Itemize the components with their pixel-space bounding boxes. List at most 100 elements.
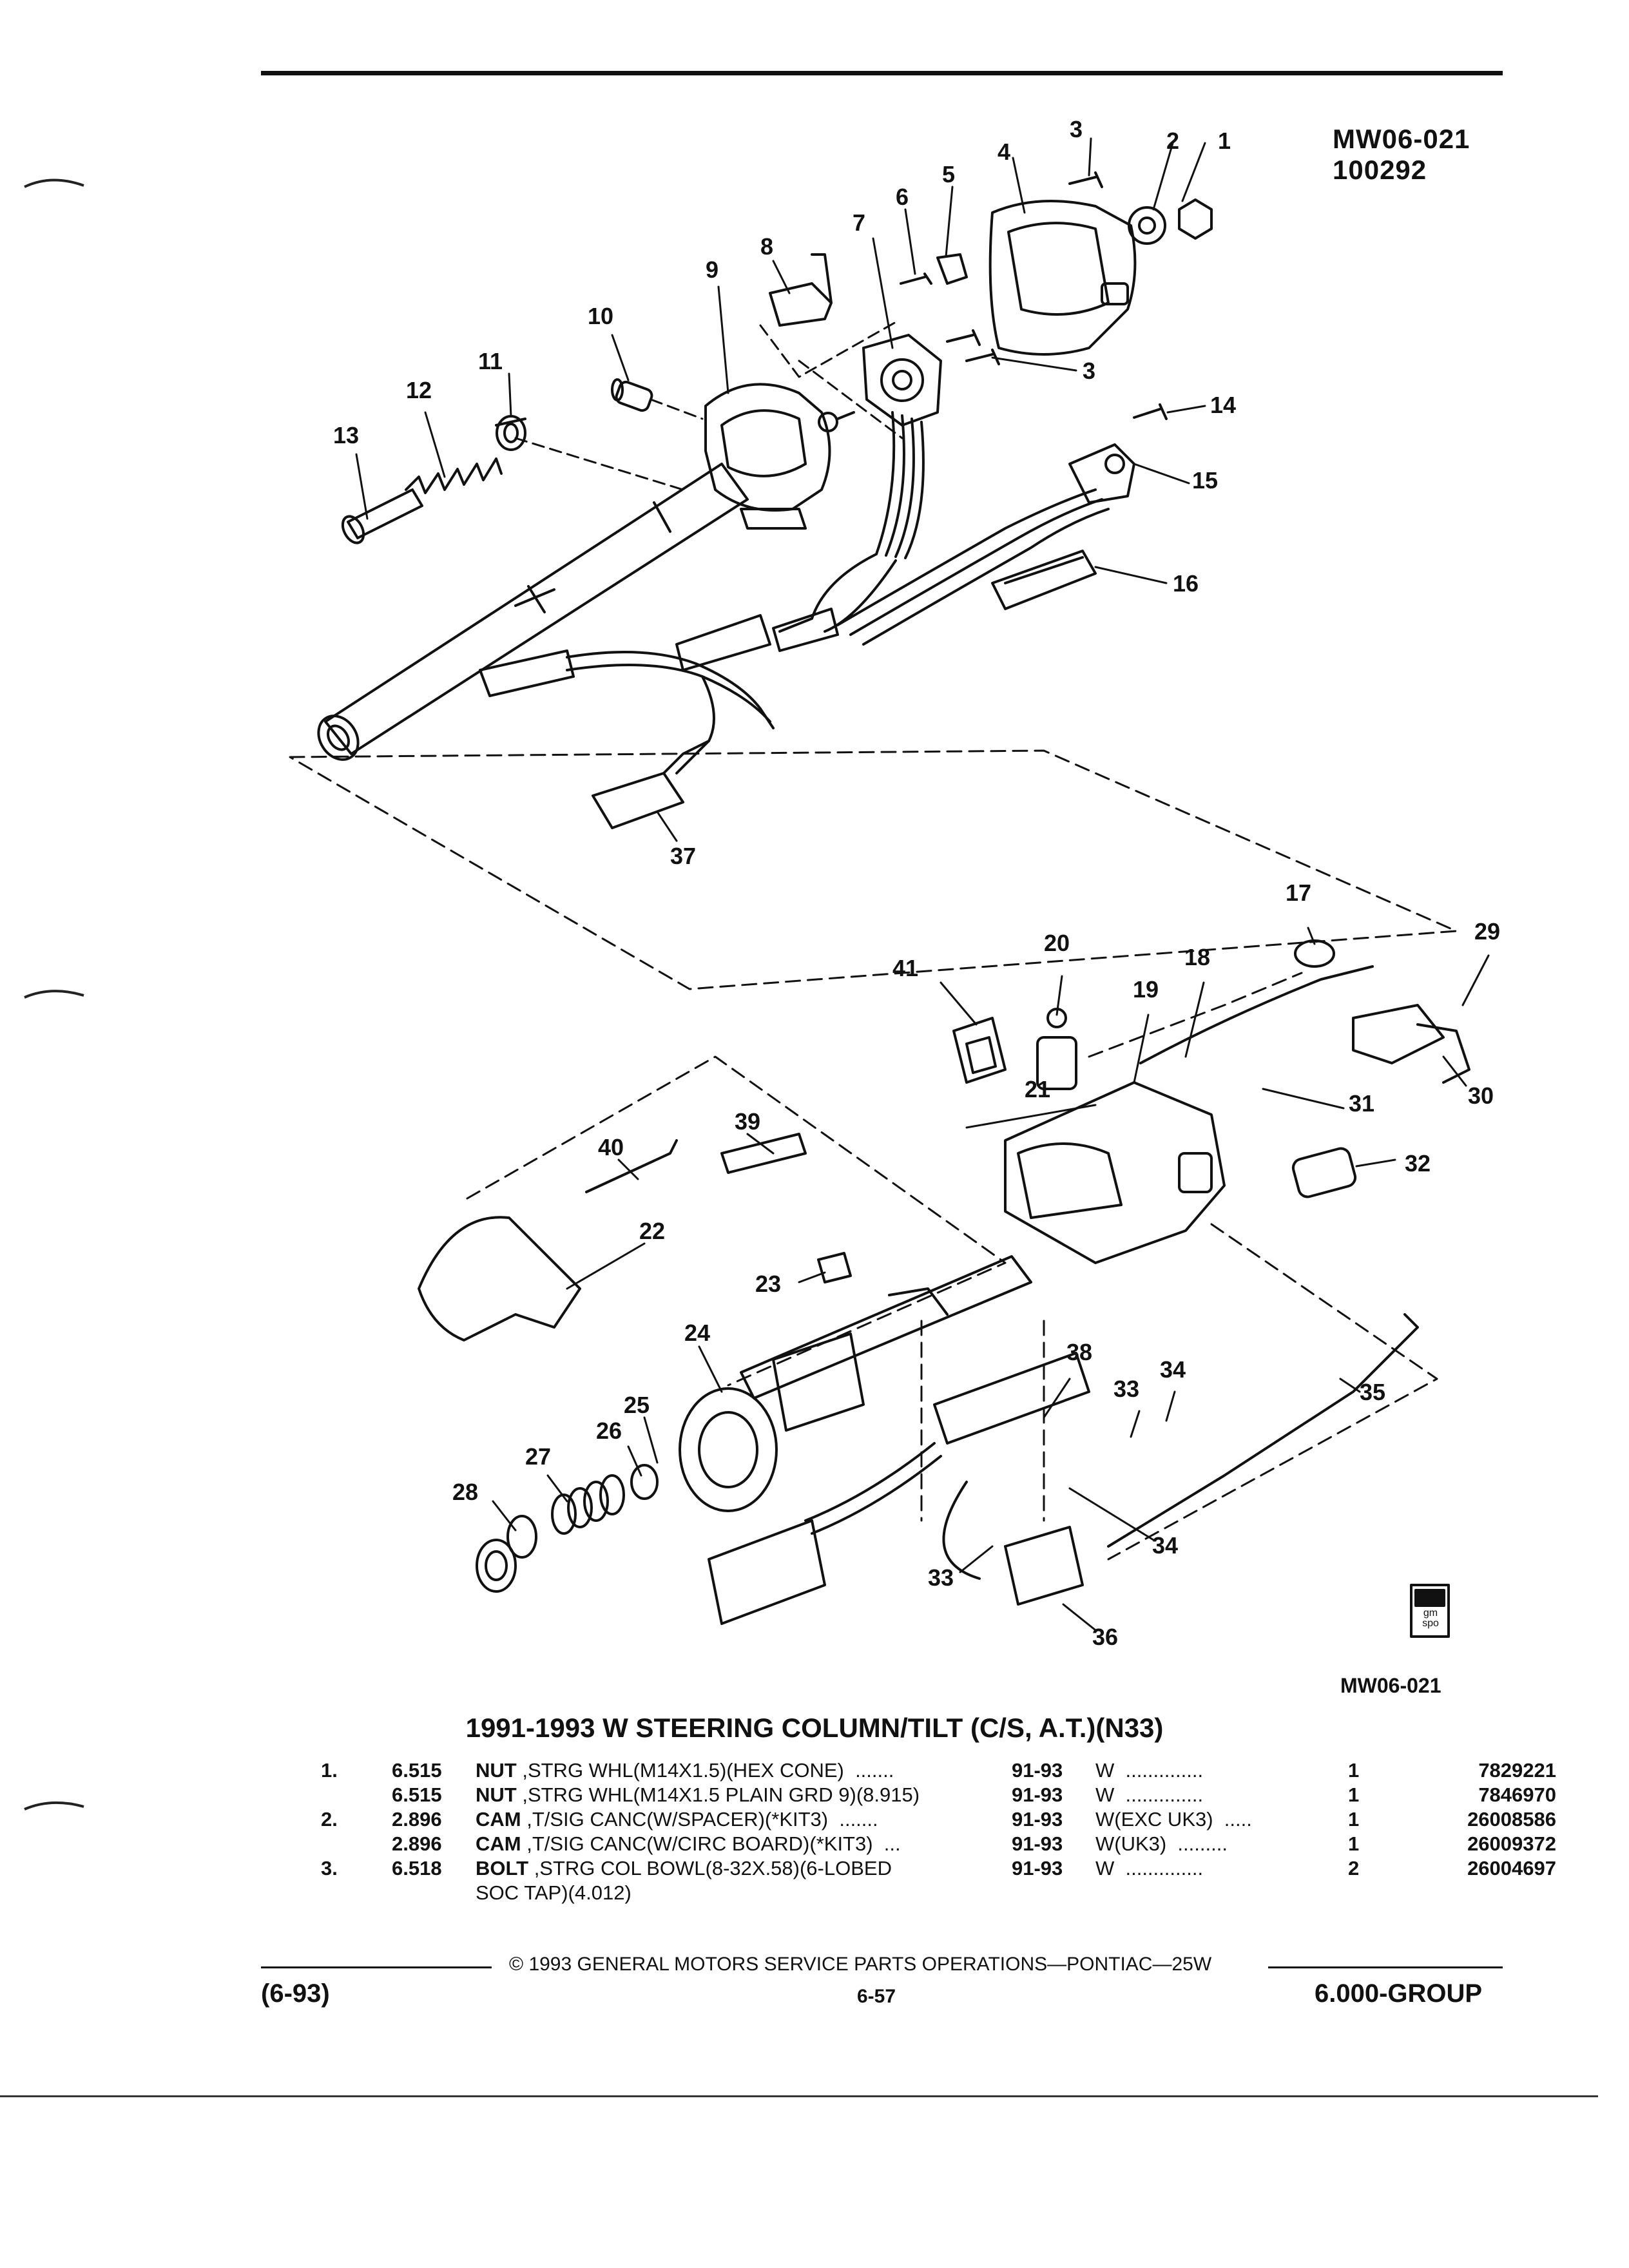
callout-30: 30 bbox=[1468, 1082, 1494, 1109]
callout-36: 36 bbox=[1092, 1624, 1119, 1650]
callout-34b: 34 bbox=[1152, 1532, 1179, 1559]
item-number: 1. bbox=[321, 1759, 338, 1782]
callout-28: 28 bbox=[452, 1479, 479, 1505]
upper-wire-harness bbox=[479, 411, 1110, 774]
callout-18: 18 bbox=[1184, 944, 1211, 970]
part-number: 26004697 bbox=[1467, 1857, 1556, 1879]
ring-28 bbox=[476, 1515, 537, 1593]
switch-15 bbox=[1068, 443, 1135, 504]
model: W .............. bbox=[1095, 1857, 1204, 1879]
group-number: 6.515 bbox=[392, 1759, 442, 1782]
bezel-41 bbox=[952, 1017, 1007, 1084]
footer-rule-left bbox=[261, 1966, 492, 1968]
rod-40 bbox=[585, 1139, 678, 1193]
description: NUT ,STRG WHL(M14X1.5)(HEX CONE) ....... bbox=[476, 1759, 894, 1782]
callout-3: 3 bbox=[1070, 116, 1083, 142]
cancel-cam-7 bbox=[862, 334, 942, 427]
callout-12: 12 bbox=[406, 377, 432, 403]
callout-2: 2 bbox=[1166, 128, 1180, 154]
part-number: 7846970 bbox=[1478, 1783, 1556, 1806]
callout-31: 31 bbox=[1349, 1090, 1375, 1117]
pin-10 bbox=[611, 378, 653, 412]
callout-38: 38 bbox=[1066, 1339, 1093, 1365]
catalog-title: 1991-1993 W STEERING COLUMN/TILT (C/S, A… bbox=[465, 1713, 1164, 1743]
callout-27: 27 bbox=[525, 1443, 552, 1470]
switch-23 bbox=[817, 1252, 852, 1283]
top-rule bbox=[261, 71, 1503, 75]
item-number: 3. bbox=[321, 1857, 338, 1879]
callout-29: 29 bbox=[1474, 918, 1501, 945]
callout-39: 39 bbox=[735, 1108, 761, 1135]
spring-27 bbox=[551, 1474, 625, 1535]
callout-32: 32 bbox=[1405, 1150, 1431, 1177]
callout-19: 19 bbox=[1133, 976, 1159, 1003]
description: BOLT ,STRG COL BOWL(8-32X.58)(6-LOBED bbox=[476, 1857, 892, 1879]
callout-37: 37 bbox=[670, 843, 697, 869]
callout-33: 33 bbox=[1113, 1376, 1140, 1402]
group-number: 6.515 bbox=[392, 1783, 442, 1806]
diagram-ref-date: 100292 bbox=[1333, 155, 1427, 185]
flange-24 bbox=[679, 1332, 865, 1512]
copyright: © 1993 GENERAL MOTORS SERVICE PARTS OPER… bbox=[509, 1954, 1212, 1975]
part-number: 7829221 bbox=[1478, 1759, 1556, 1782]
years: 91-93 bbox=[1012, 1808, 1063, 1831]
footer-rule-right bbox=[1268, 1966, 1503, 1968]
years: 91-93 bbox=[1012, 1857, 1063, 1879]
description-continued: SOC TAP)(4.012) bbox=[476, 1881, 631, 1904]
callout-21: 21 bbox=[1025, 1076, 1051, 1102]
bottom-scan-line bbox=[0, 2095, 1598, 2097]
callout-15: 15 bbox=[1192, 467, 1219, 494]
bracket-22 bbox=[418, 1216, 581, 1341]
quantity: 1 bbox=[1348, 1759, 1360, 1782]
callout-17: 17 bbox=[1286, 879, 1312, 906]
years: 91-93 bbox=[1012, 1783, 1063, 1806]
callout-20: 20 bbox=[1044, 930, 1070, 956]
cover-32 bbox=[1291, 1147, 1357, 1198]
table-row: SOC TAP)(4.012) bbox=[0, 1881, 1629, 1906]
callout-7: 7 bbox=[853, 209, 866, 236]
callout-34: 34 bbox=[1160, 1356, 1186, 1383]
group-number: 2.896 bbox=[392, 1832, 442, 1855]
gm-spo-logo bbox=[1410, 1584, 1450, 1638]
table-row: 1. 6.515 NUT ,STRG WHL(M14X1.5)(HEX CONE… bbox=[0, 1759, 1629, 1783]
switch-8 bbox=[769, 253, 833, 327]
model: W .............. bbox=[1095, 1759, 1204, 1782]
module-37 bbox=[592, 740, 710, 829]
callout-8: 8 bbox=[760, 233, 774, 260]
callout-41: 41 bbox=[892, 955, 919, 981]
screw-14 bbox=[1133, 403, 1168, 420]
description: NUT ,STRG WHL(M14X1.5 PLAIN GRD 9)(8.915… bbox=[476, 1783, 920, 1806]
exploded-diagram bbox=[289, 137, 1490, 1638]
table-row: 2. 2.896 CAM ,T/SIG CANC(W/SPACER)(*KIT3… bbox=[0, 1808, 1629, 1832]
description: CAM ,T/SIG CANC(W/CIRC BOARD)(*KIT3) ... bbox=[476, 1832, 901, 1855]
callout-3b: 3 bbox=[1083, 358, 1096, 384]
diagram-ref-code: MW06-021 bbox=[1333, 124, 1470, 154]
cover-4 bbox=[988, 200, 1137, 356]
callout-26: 26 bbox=[596, 1418, 622, 1444]
table-row: 2.896 CAM ,T/SIG CANC(W/CIRC BOARD)(*KIT… bbox=[0, 1832, 1629, 1857]
model: W .............. bbox=[1095, 1783, 1204, 1806]
quantity: 1 bbox=[1348, 1832, 1360, 1855]
group-number: 6.518 bbox=[392, 1857, 442, 1879]
years: 91-93 bbox=[1012, 1832, 1063, 1855]
margin-marks bbox=[24, 178, 84, 1811]
lower-wire-harness bbox=[708, 1352, 1090, 1625]
nut-1 bbox=[1178, 198, 1213, 240]
callout-14: 14 bbox=[1210, 392, 1237, 418]
callout-5: 5 bbox=[942, 161, 956, 187]
pivot-pin-13 bbox=[341, 488, 423, 544]
part-number: 26009372 bbox=[1467, 1832, 1556, 1855]
switch-30 bbox=[1352, 1004, 1470, 1084]
steering-shaft bbox=[317, 463, 749, 761]
callout-35: 35 bbox=[1360, 1379, 1386, 1405]
callout-6: 6 bbox=[896, 184, 909, 210]
lever-39 bbox=[720, 1133, 807, 1174]
table-row: 6.515 NUT ,STRG WHL(M14X1.5 PLAIN GRD 9)… bbox=[0, 1783, 1629, 1808]
footer-date-code: (6-93) bbox=[261, 1979, 330, 2008]
description: CAM ,T/SIG CANC(W/SPACER)(*KIT3) ....... bbox=[476, 1808, 878, 1831]
rod-35 bbox=[1107, 1313, 1419, 1548]
quantity: 2 bbox=[1348, 1857, 1360, 1879]
callout-24: 24 bbox=[684, 1320, 711, 1346]
screw-6 bbox=[900, 273, 932, 285]
page-number: 6-57 bbox=[857, 1986, 896, 2007]
